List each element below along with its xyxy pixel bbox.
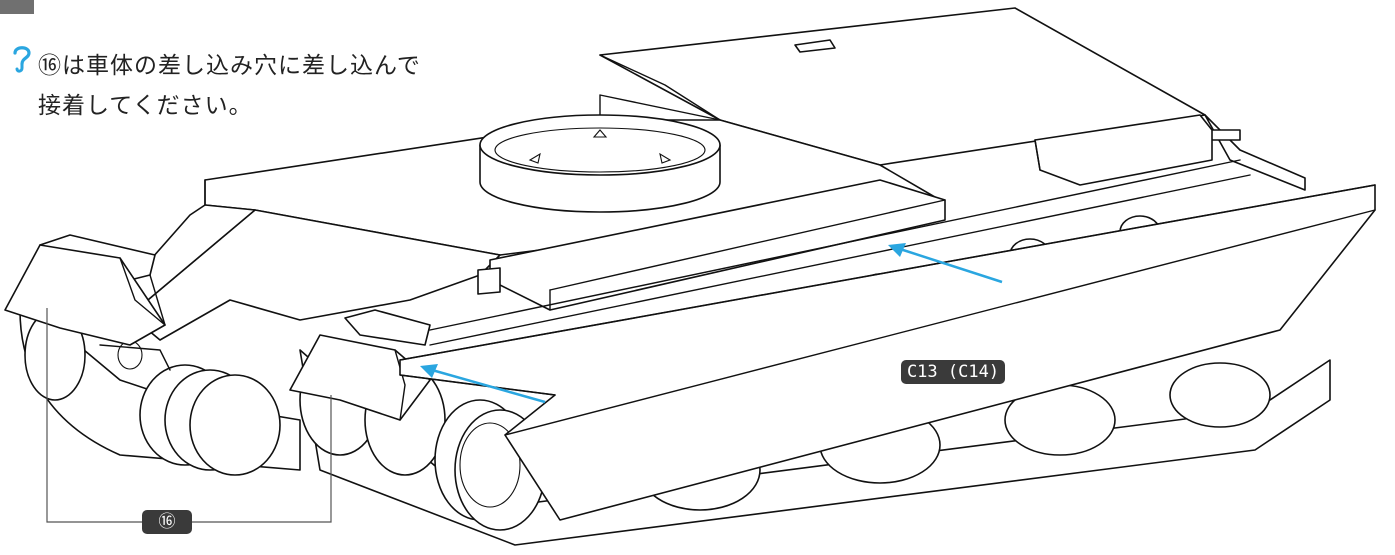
part-16-leaders (46, 308, 332, 523)
arrow-front-head (420, 364, 438, 378)
corner-tab (0, 0, 34, 14)
engine-hatch-box (1034, 114, 1213, 186)
turret-ring (479, 114, 721, 213)
top-storage-box (477, 179, 946, 311)
part-label-16: ⑯ (142, 510, 192, 534)
insertion-arrows (420, 243, 1003, 404)
arrow-rear-head (888, 243, 906, 257)
side-skirt-plate (399, 184, 1376, 521)
part-label-c13: C13 (C14) (901, 360, 1005, 384)
instruction-line-2: 接着してください。 (38, 93, 253, 119)
hull-rail (429, 159, 1251, 346)
arrow-rear (899, 247, 1003, 284)
rear-deck (599, 7, 1306, 191)
left-front-fender (4, 234, 166, 346)
instruction-line-1: ⑯は車体の差し込み穴に差し込んで (38, 53, 421, 79)
question-hook-icon (13, 46, 31, 73)
arrow-front (431, 368, 546, 404)
right-front-fender (289, 309, 431, 421)
